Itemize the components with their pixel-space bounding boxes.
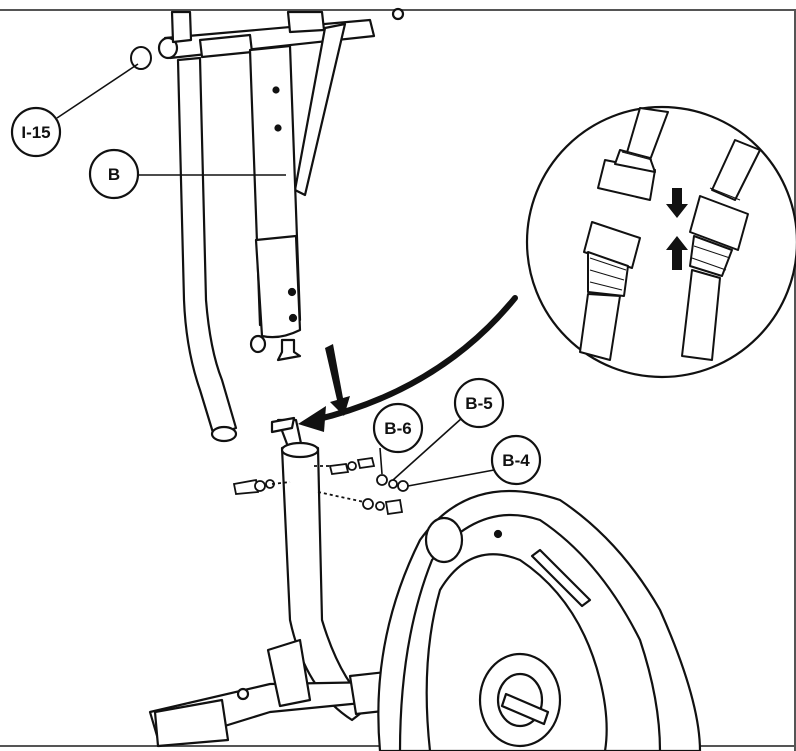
callout-label: B-4 [502, 451, 530, 470]
callout-label: B-6 [384, 419, 411, 438]
upper-mast-assembly [157, 7, 405, 443]
callout-i15: I-15 [10, 63, 139, 158]
part-i15-cap [130, 46, 152, 70]
connector-detail-view [525, 105, 796, 379]
callout-b6: B-6 [372, 402, 424, 475]
callout-label: B [108, 165, 120, 184]
callout-label: B-5 [465, 394, 492, 413]
callout-b5: B-5 [392, 377, 505, 481]
callout-b: B [88, 148, 286, 200]
flywheel-housing [377, 489, 702, 751]
curved-pointer-arrow [298, 295, 518, 432]
callout-label: I-15 [21, 123, 50, 142]
callout-b4: B-4 [407, 434, 542, 487]
insert-direction-arrow [325, 344, 350, 416]
